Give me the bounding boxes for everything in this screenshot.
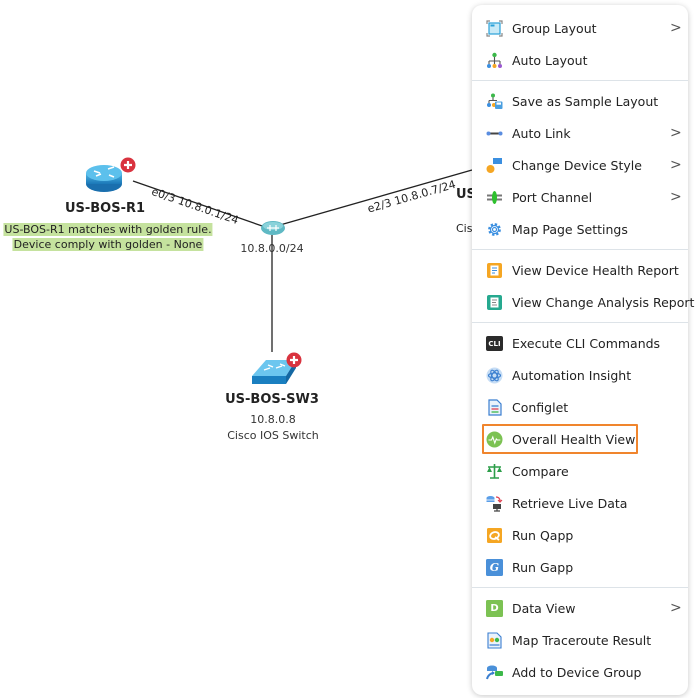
menu-item-group-layout[interactable]: Group Layout >: [472, 13, 688, 43]
menu-item-label: Configlet: [512, 399, 569, 415]
menu-item-auto-link[interactable]: Auto Link >: [472, 118, 688, 148]
gapp-badge-text: G: [489, 561, 500, 574]
menu-item-run-qapp[interactable]: Run Qapp: [472, 520, 688, 550]
device-model-partial: Cis: [456, 222, 473, 235]
device-model-sw3: Cisco IOS Switch: [227, 429, 319, 442]
menu-item-label: View Device Health Report: [512, 262, 679, 278]
menu-item-execute-cli-commands[interactable]: CLI Execute CLI Commands: [472, 328, 688, 358]
router-icon[interactable]: [84, 155, 140, 195]
menu-item-save-sample-layout[interactable]: Save as Sample Layout: [472, 86, 688, 116]
alert-plus-badge-icon: [120, 157, 136, 173]
menu-item-configlet[interactable]: Configlet: [472, 392, 688, 422]
highlight-box: [482, 424, 638, 454]
menu-item-retrieve-live-data[interactable]: Retrieve Live Data: [472, 488, 688, 518]
device-ip-sw3: 10.8.0.8: [250, 413, 296, 426]
change-report-icon: [486, 294, 503, 311]
menu-item-label: Run Qapp: [512, 527, 574, 543]
menu-separator: [472, 80, 688, 81]
auto-link-icon: [486, 125, 503, 142]
menu-item-label: View Change Analysis Report: [512, 294, 695, 310]
traceroute-icon: [486, 632, 503, 649]
chevron-right-icon: >: [670, 125, 682, 141]
auto-layout-icon: [486, 52, 503, 69]
menu-item-label: Execute CLI Commands: [512, 335, 661, 351]
device-style-icon: [486, 157, 503, 174]
menu-item-label: Auto Layout: [512, 52, 588, 68]
menu-separator: [472, 322, 688, 323]
menu-item-label: Map Traceroute Result: [512, 632, 652, 648]
group-layout-icon: [486, 20, 503, 37]
menu-item-label: Save as Sample Layout: [512, 93, 659, 109]
subnet-label: 10.8.0.0/24: [240, 242, 304, 255]
golden-note-line-1: US-BOS-R1 matches with golden rule.: [3, 223, 213, 236]
link-subnet-device[interactable]: [279, 169, 473, 226]
retrieve-live-data-icon: [486, 495, 503, 512]
menu-item-map-page-settings[interactable]: Map Page Settings: [472, 214, 688, 244]
data-view-badge-text: D: [490, 603, 499, 614]
menu-item-change-device-style[interactable]: Change Device Style >: [472, 150, 688, 180]
menu-item-automation-insight[interactable]: Automation Insight: [472, 360, 688, 390]
link-r1-subnet[interactable]: [132, 180, 269, 229]
golden-rule-note: US-BOS-R1 matches with golden rule. Devi…: [3, 222, 213, 252]
gapp-icon: G: [486, 559, 503, 576]
chevron-right-icon: >: [670, 157, 682, 173]
menu-item-overall-health-view[interactable]: Overall Health View: [472, 424, 688, 454]
automation-insight-icon: [486, 367, 503, 384]
gear-icon: [486, 221, 503, 238]
menu-item-label: Add to Device Group: [512, 664, 642, 680]
menu-item-data-view[interactable]: D Data View >: [472, 593, 688, 623]
menu-separator: [472, 249, 688, 250]
chevron-right-icon: >: [670, 600, 682, 616]
menu-item-label: Map Page Settings: [512, 221, 628, 237]
health-report-icon: [486, 262, 503, 279]
menu-item-label: Group Layout: [512, 20, 597, 36]
menu-item-label: Overall Health View: [512, 431, 636, 447]
menu-item-label: Retrieve Live Data: [512, 495, 628, 511]
menu-item-port-channel[interactable]: Port Channel >: [472, 182, 688, 212]
menu-item-label: Data View: [512, 600, 576, 616]
golden-note-line-2: Device comply with golden - None: [12, 238, 204, 251]
save-sample-layout-icon: [486, 93, 503, 110]
alert-plus-badge-icon: [286, 352, 302, 368]
chevron-right-icon: >: [670, 189, 682, 205]
menu-item-compare[interactable]: Compare: [472, 456, 688, 486]
cli-icon: CLI: [486, 336, 503, 351]
menu-item-add-to-device-group[interactable]: Add to Device Group: [472, 657, 688, 687]
menu-item-label: Change Device Style: [512, 157, 642, 173]
menu-item-auto-layout[interactable]: Auto Layout: [472, 45, 688, 75]
menu-item-view-change-analysis-report[interactable]: View Change Analysis Report: [472, 287, 694, 317]
device-name-partial[interactable]: US: [456, 187, 476, 202]
menu-separator: [472, 587, 688, 588]
configlet-icon: [486, 399, 503, 416]
chevron-right-icon: >: [670, 20, 682, 36]
menu-item-view-device-health-report[interactable]: View Device Health Report: [472, 255, 688, 285]
menu-item-label: Run Gapp: [512, 559, 574, 575]
menu-item-label: Port Channel: [512, 189, 593, 205]
menu-item-label: Compare: [512, 463, 569, 479]
context-menu: Group Layout > Auto Layout Save as Sampl…: [472, 5, 694, 695]
health-view-icon: [486, 431, 503, 448]
device-name-sw3[interactable]: US-BOS-SW3: [225, 392, 319, 407]
compare-scale-icon: [486, 463, 503, 480]
data-view-icon: D: [486, 600, 503, 617]
device-group-icon: [486, 664, 503, 681]
cli-badge-text: CLI: [488, 339, 501, 348]
subnet-hub-icon[interactable]: [260, 220, 286, 236]
port-channel-icon: [486, 189, 503, 206]
device-name-r1[interactable]: US-BOS-R1: [64, 201, 146, 216]
menu-item-label: Auto Link: [512, 125, 571, 141]
menu-item-run-gapp[interactable]: G Run Gapp: [472, 552, 688, 582]
qapp-icon: [486, 527, 503, 544]
menu-item-label: Automation Insight: [512, 367, 632, 383]
menu-item-map-traceroute-result[interactable]: Map Traceroute Result: [472, 625, 688, 655]
